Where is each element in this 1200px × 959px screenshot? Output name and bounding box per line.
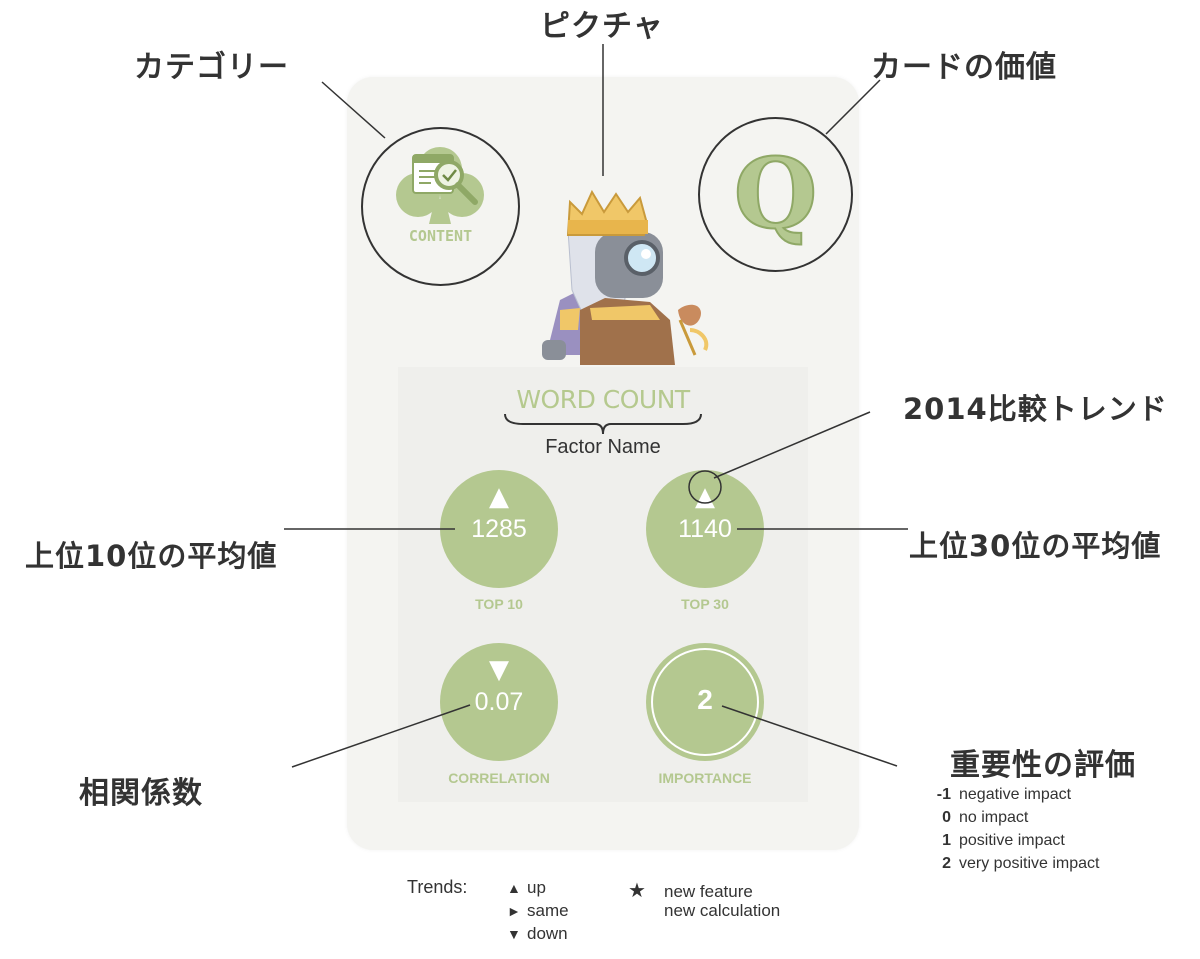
robot-king-illustration bbox=[542, 189, 709, 365]
top10-trend-arrow: ▲ bbox=[489, 482, 509, 512]
top10-value: 1285 bbox=[471, 515, 527, 543]
new-calculation-row: new calculation bbox=[664, 901, 781, 920]
correlation-label: CORRELATION bbox=[448, 770, 550, 786]
correlation-trend-arrow: ▼ bbox=[489, 655, 509, 685]
annotation-correlation: 相関係数 bbox=[79, 776, 203, 811]
trend-down-row: ▼down bbox=[507, 924, 568, 943]
trend-same-icon: ► bbox=[507, 903, 521, 919]
correlation-circle: ▼ 0.07 bbox=[440, 643, 558, 761]
top30-value: 1140 bbox=[678, 515, 732, 543]
club-content-icon bbox=[396, 147, 484, 224]
importance-label: IMPORTANCE bbox=[658, 770, 752, 786]
factor-name-caption: Factor Name bbox=[545, 436, 661, 458]
factor-brace bbox=[504, 413, 702, 435]
factor-value: WORD COUNT bbox=[516, 385, 690, 414]
top10-label: TOP 10 bbox=[475, 596, 523, 612]
importance-value: 2 bbox=[697, 684, 713, 715]
annotation-category: カテゴリー bbox=[134, 50, 289, 85]
card-value-badge: Q bbox=[698, 117, 853, 272]
annotation-top30-avg: 上位30位の平均値 bbox=[909, 529, 1162, 563]
trend-same-row: ►same bbox=[507, 901, 569, 920]
top30-circle: ▲ 1140 bbox=[646, 470, 764, 588]
top30-trend-arrow: ▲ bbox=[695, 482, 715, 512]
annotation-picture: ピクチャ bbox=[540, 9, 664, 44]
trend-up-icon: ▲ bbox=[507, 880, 521, 896]
annotation-importance: 重要性の評価 bbox=[950, 748, 1136, 783]
correlation-value: 0.07 bbox=[474, 688, 524, 716]
importance-circle: 2 bbox=[646, 643, 764, 761]
trend-down-icon: ▼ bbox=[507, 926, 521, 942]
trends-title: Trends: bbox=[407, 877, 468, 897]
annotation-top10-avg: 上位10位の平均値 bbox=[25, 539, 278, 573]
top10-circle: ▲ 1285 bbox=[440, 470, 558, 588]
importance-inner-ring bbox=[651, 648, 759, 756]
card-rank: Q bbox=[733, 137, 819, 250]
trend-up-row: ▲up bbox=[507, 878, 546, 897]
category-label: CONTENT bbox=[408, 227, 473, 245]
top30-label: TOP 30 bbox=[681, 596, 729, 612]
new-feature-row: ★new feature bbox=[628, 880, 753, 902]
star-icon: ★ bbox=[628, 880, 646, 902]
annotation-trend-2014: 2014比較トレンド bbox=[903, 392, 1168, 426]
category-badge: CONTENT bbox=[361, 127, 520, 286]
annotation-card-value: カードの価値 bbox=[871, 50, 1057, 85]
